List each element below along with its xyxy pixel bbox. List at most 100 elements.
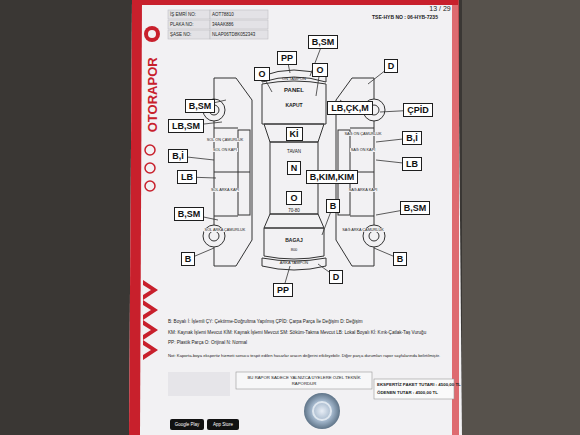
- legend-note: PP: Plastik Parça O: Orijinal N: Normal: [168, 340, 450, 346]
- damage-code-box: B,SM: [400, 201, 431, 216]
- background-right: [462, 0, 580, 435]
- field-value: NLAP06TD8K052343: [212, 32, 255, 37]
- damage-code: B: [185, 254, 192, 265]
- hologram-sticker: [304, 393, 340, 429]
- damage-code-box: B: [326, 199, 341, 214]
- field-value: 34AAK886: [212, 22, 234, 27]
- field-name: PLAKA NO:: [170, 22, 194, 27]
- part-name: SAĞ ÖN KAPI: [350, 148, 376, 153]
- damage-code: D: [333, 272, 340, 283]
- store-badge: [207, 419, 239, 430]
- field-name: ŞASE NO:: [170, 32, 191, 37]
- damage-code: LB: [406, 159, 418, 170]
- damage-code-box: LB: [402, 157, 422, 172]
- part-name: SAĞ ARKA KAPI: [348, 188, 379, 193]
- part-name: SAĞ ÖN ÇAMURLUK: [343, 132, 382, 137]
- right-stripe: [452, 0, 459, 435]
- damage-code: B,SM: [178, 209, 201, 220]
- top-stripe: [132, 0, 458, 5]
- hologram-sticker: [313, 402, 331, 420]
- legend-note: B: Boyalı İ: İşlemli ÇY: Çektirme-Doğrul…: [168, 319, 450, 325]
- logo-icon: [148, 30, 156, 38]
- leader-lines: [178, 42, 418, 290]
- field-name: İŞ EMRİ NO:: [170, 12, 196, 17]
- damage-code: B,İ: [406, 133, 418, 144]
- damage-code-box: O: [286, 191, 301, 206]
- damage-code-box: B,KIM,KIM: [306, 170, 359, 185]
- store-badge: [170, 419, 204, 430]
- paper-sheet: [129, 0, 462, 435]
- damage-code-box: ÇPİD: [403, 103, 433, 118]
- info-table: [168, 10, 268, 39]
- part-name: SOL ARKA KAPI: [210, 188, 240, 193]
- chevrons: [143, 280, 158, 360]
- part-name: SOL ARKA ÇAMURLUK: [204, 228, 247, 233]
- damage-code: N: [291, 163, 298, 174]
- damage-code: O: [316, 65, 323, 76]
- page-number: 13 / 29: [429, 5, 450, 13]
- damage-code: D: [388, 61, 395, 72]
- part-name: SOL ÖN KAPI: [212, 148, 238, 153]
- damage-code-box: B,SM: [174, 207, 205, 222]
- damage-code-box: LB: [177, 170, 197, 185]
- damage-code-box: B,İ: [168, 149, 188, 164]
- damage-code-box: PP: [277, 51, 297, 66]
- damage-code: O: [258, 69, 265, 80]
- price-text: EKSPERTİZ PAKET TUTARI : 4500,00 TL: [377, 382, 461, 387]
- damage-code-box: B: [393, 252, 408, 267]
- damage-code: B,KIM,KIM: [310, 172, 355, 183]
- part-name: BAGAJ: [285, 237, 303, 243]
- damage-code-box: B,İ: [402, 131, 422, 146]
- damage-code: B,İ: [172, 151, 184, 162]
- part-name: ÖN TAMPON: [282, 77, 306, 82]
- brand-logo: OTORAPOR: [144, 58, 160, 133]
- side-icons: [145, 145, 155, 191]
- damage-code: B: [397, 254, 404, 265]
- part-name: SOL ÖN ÇAMURLUK: [206, 138, 245, 143]
- logo-icon: [144, 26, 160, 42]
- store-badge-text: Google Play: [175, 422, 200, 427]
- damage-code-box: PP: [273, 283, 293, 298]
- damage-code: B,SM: [189, 101, 212, 112]
- damage-code-box: D: [384, 59, 399, 74]
- damage-code-box: Kİ: [286, 127, 303, 142]
- note-box: [236, 372, 372, 389]
- part-name: PANEL: [284, 87, 304, 94]
- damage-code-box: D: [329, 270, 344, 285]
- price-box: [374, 379, 454, 399]
- damage-code: LB,SM: [172, 121, 200, 132]
- measurement: 800: [291, 248, 298, 253]
- measurement: 70-80: [288, 208, 300, 213]
- damage-code-box: B,SM: [308, 35, 339, 50]
- damage-code-box: O: [312, 63, 327, 78]
- part-name: TAVAN: [287, 149, 301, 154]
- damage-code: LB,ÇK,M: [331, 103, 369, 114]
- price-text: ÖDENEN TUTAR : 4500,00 TL: [377, 390, 438, 395]
- damage-code-box: B,SM: [185, 99, 216, 114]
- footnote: Not: Kaporta-boya ekspertiz hizmeti sonu…: [168, 353, 450, 358]
- damage-code-box: B: [181, 252, 196, 267]
- part-name: ARKA TAMPON: [280, 261, 309, 266]
- store-badge-text: App Store: [213, 422, 233, 427]
- damage-code: Kİ: [290, 129, 299, 140]
- note-text: BU RAPOR SADECE YALNIZCA ÜYELERE ÖZEL TE…: [239, 375, 369, 385]
- damage-code: B,SM: [404, 203, 427, 214]
- damage-code-box: LB,SM: [168, 119, 204, 134]
- legend-note: KM: Kaynak İşlemi Mevcut KİM: Kaynak İşl…: [168, 330, 450, 336]
- address-block: [168, 372, 230, 396]
- damage-code: ÇPİD: [407, 105, 429, 116]
- part-name: SAĞ ARKA ÇAMURLUK: [341, 228, 384, 233]
- left-band: [129, 0, 142, 435]
- damage-code: LB: [181, 172, 193, 183]
- damage-code-box: LB,ÇK,M: [327, 101, 373, 116]
- damage-code-box: N: [287, 161, 302, 176]
- damage-code: B: [330, 201, 337, 212]
- field-value: AOT78810: [212, 12, 234, 17]
- damage-code: PP: [277, 285, 289, 296]
- part-name: KAPUT: [285, 102, 302, 108]
- damage-code: B,SM: [312, 37, 335, 48]
- tse-number: TSE-HYB NO : 06-HYB-7235: [372, 14, 438, 20]
- damage-code: PP: [281, 53, 293, 64]
